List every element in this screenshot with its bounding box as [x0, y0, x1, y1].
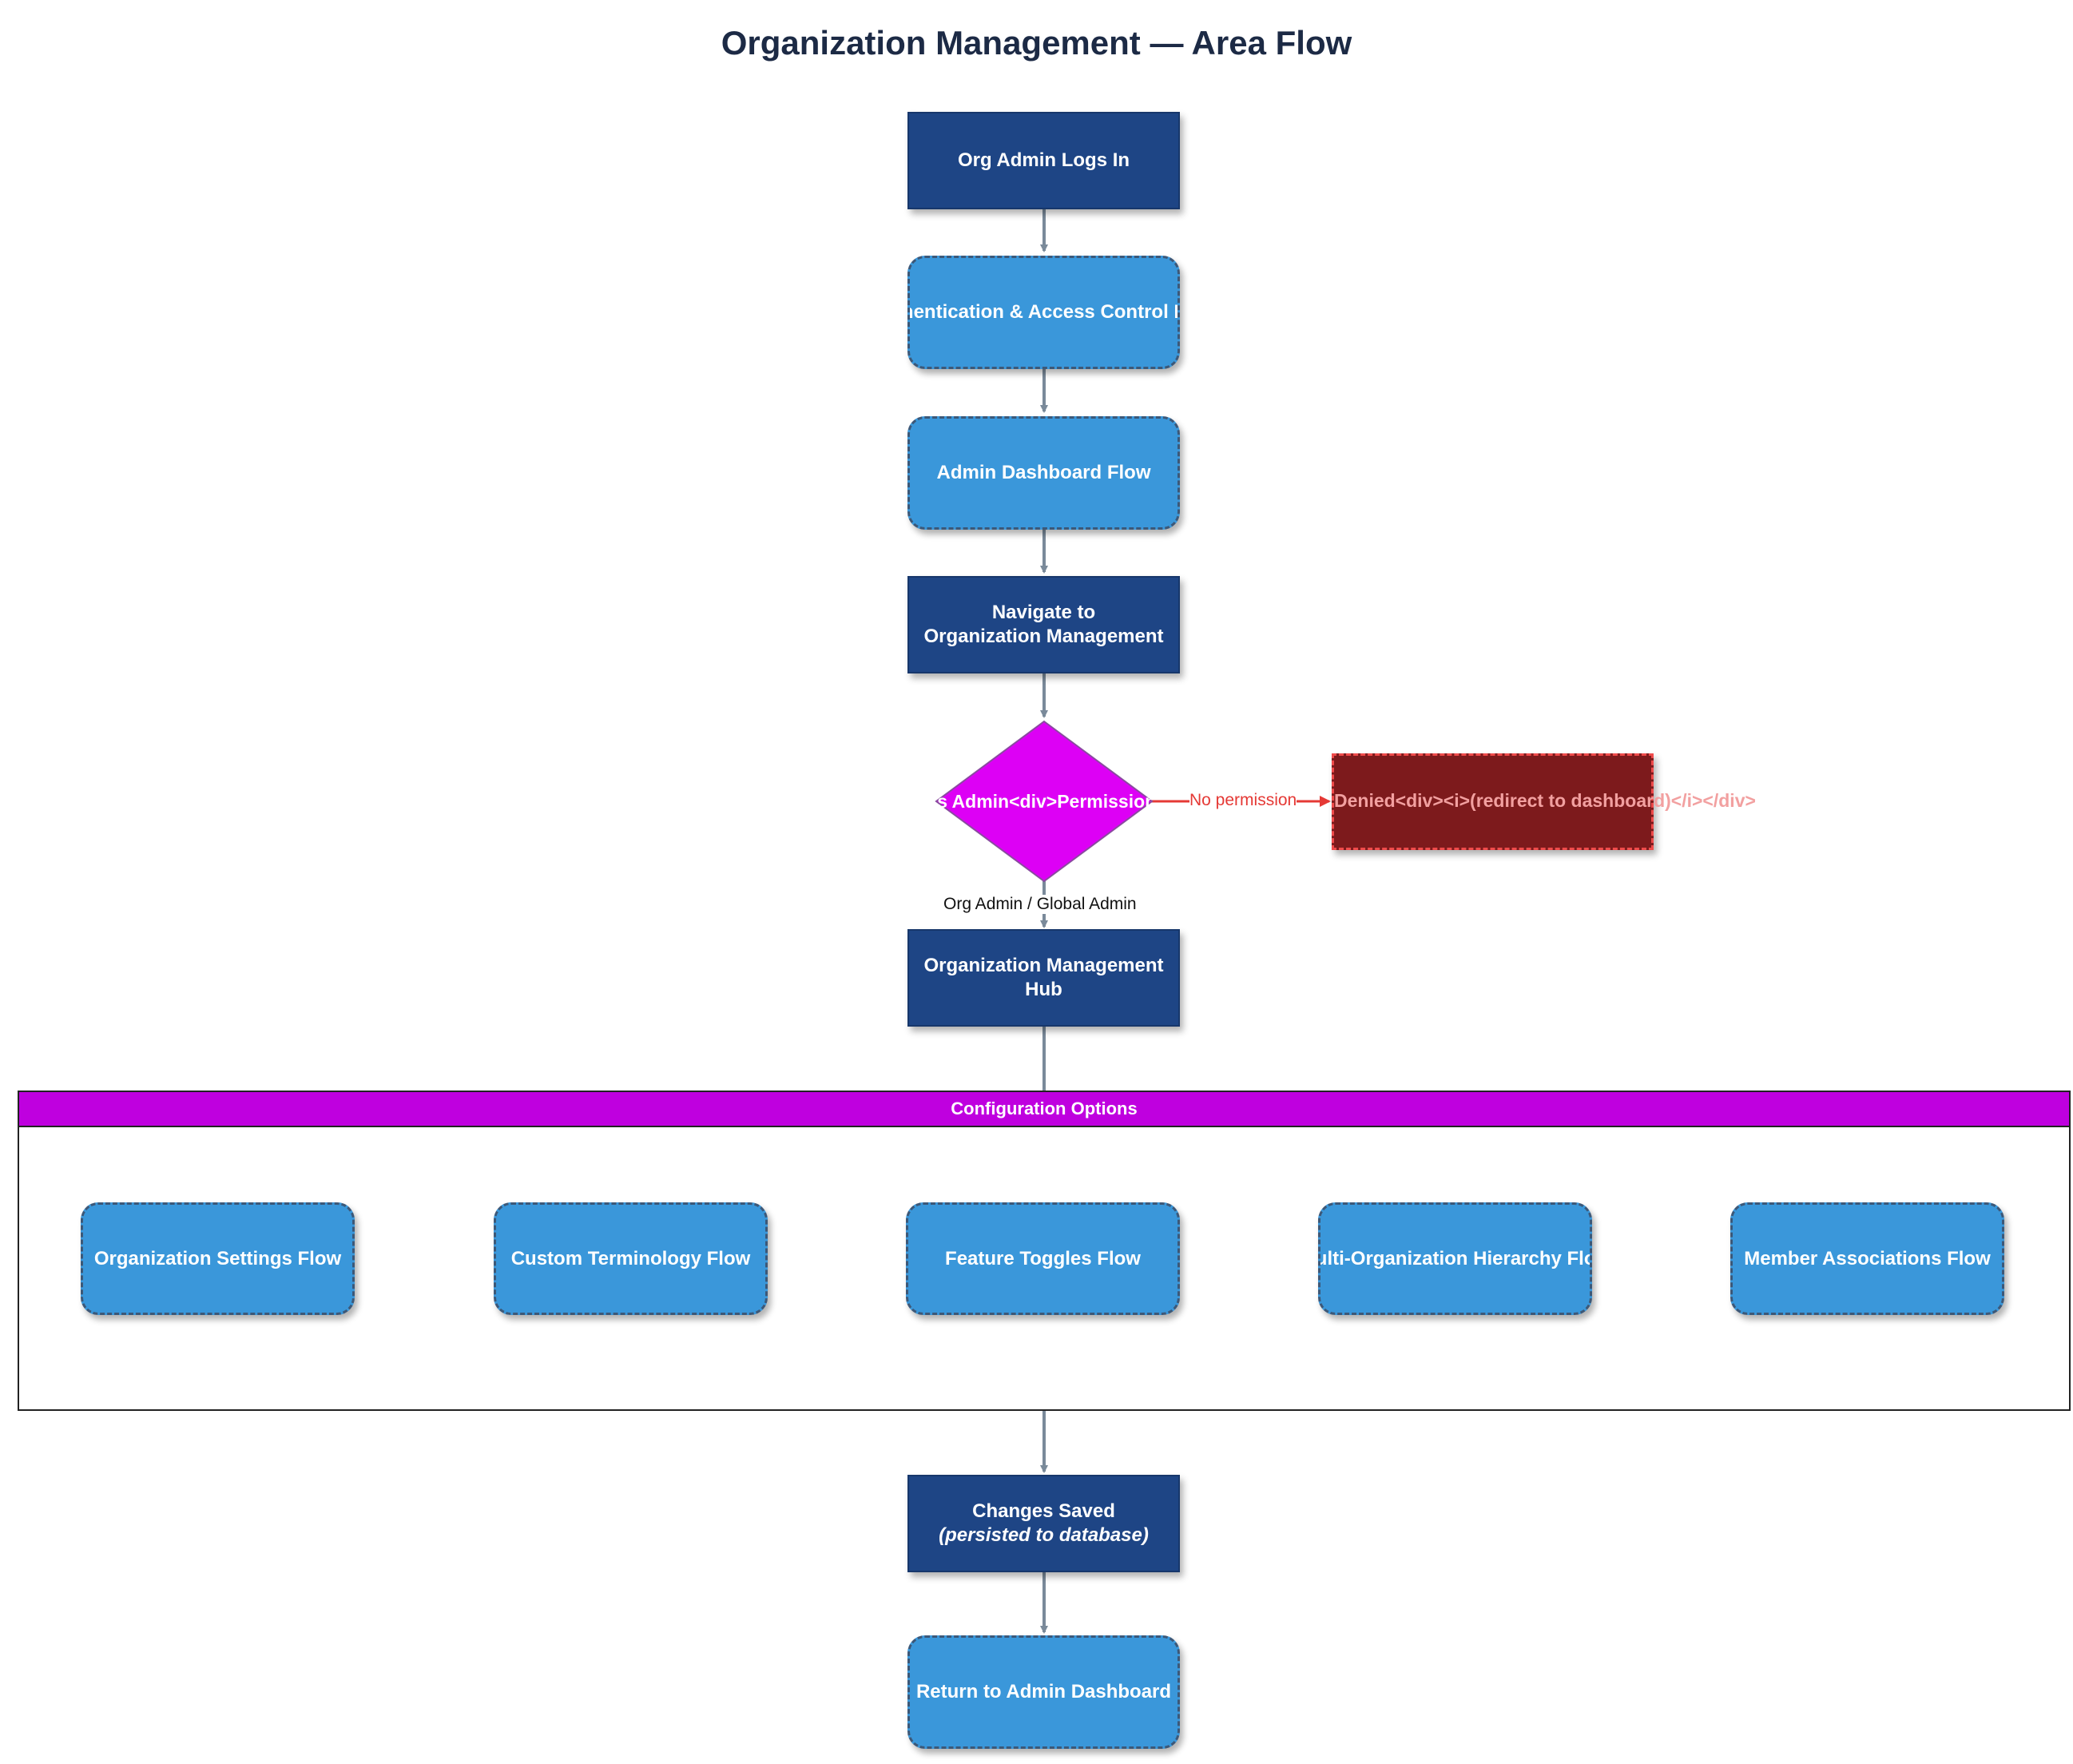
edge-label-no-permission: No permission [1189, 791, 1297, 810]
node-admin-dashboard-flow[interactable]: Admin Dashboard Flow [907, 416, 1180, 530]
node-access-denied[interactable]: Denied<div><i>(redirect to dashboard)</i… [1332, 753, 1756, 850]
node-label: Custom Terminology Flow [510, 1247, 751, 1269]
node-authentication-flow[interactable]: Authentication & Access Control Flow [907, 256, 1180, 369]
node-return-to-admin-dashboard[interactable]: Return to Admin Dashboard [907, 1635, 1180, 1749]
node-label: Denied<div><i>(redirect to dashboard)</i… [1334, 790, 1756, 811]
node-label-line2: (persisted to database) [939, 1524, 1149, 1546]
node-label-line2: Hub [1025, 979, 1062, 1000]
node-label: Authentication & Access Control Flow [910, 301, 1177, 323]
node-changes-saved[interactable]: Changes Saved (persisted to database) [907, 1475, 1180, 1572]
decision-diamond [935, 720, 1154, 883]
decision-label: Is Admin<div>Permission [936, 790, 1152, 812]
node-multi-organization-hierarchy-flow[interactable]: Multi-Organization Hierarchy Flow [1318, 1202, 1592, 1315]
node-feature-toggles-flow[interactable]: Feature Toggles Flow [906, 1202, 1180, 1315]
node-member-associations-flow[interactable]: Member Associations Flow [1730, 1202, 2004, 1315]
node-label-line1: Changes Saved [972, 1500, 1115, 1522]
node-label: Return to Admin Dashboard [915, 1681, 1172, 1702]
node-organization-settings-flow[interactable]: Organization Settings Flow [81, 1202, 355, 1315]
node-org-admin-logs-in[interactable]: Org Admin Logs In [907, 112, 1180, 209]
configuration-options-header: Configuration Options [18, 1091, 2071, 1127]
node-label-line1: Navigate to [991, 602, 1096, 623]
node-org-management-hub[interactable]: Organization Management Hub [907, 929, 1180, 1027]
node-label: Feature Toggles Flow [945, 1247, 1141, 1269]
page-title: Organization Management — Area Flow [721, 24, 1352, 62]
node-label: Org Admin Logs In [957, 149, 1130, 171]
node-label-line1: Organization Management [923, 955, 1164, 976]
node-label: Member Associations Flow [1744, 1247, 1991, 1269]
node-label: Admin Dashboard Flow [936, 462, 1151, 483]
node-custom-terminology-flow[interactable]: Custom Terminology Flow [494, 1202, 768, 1315]
node-label: Multi-Organization Hierarchy Flow [1320, 1247, 1590, 1269]
node-navigate-org-management[interactable]: Navigate to Organization Management [907, 576, 1180, 673]
node-label: Organization Settings Flow [93, 1247, 342, 1269]
node-label-line2: Organization Management [923, 626, 1164, 647]
edge-label-admin-path: Org Admin / Global Admin [943, 895, 1137, 914]
